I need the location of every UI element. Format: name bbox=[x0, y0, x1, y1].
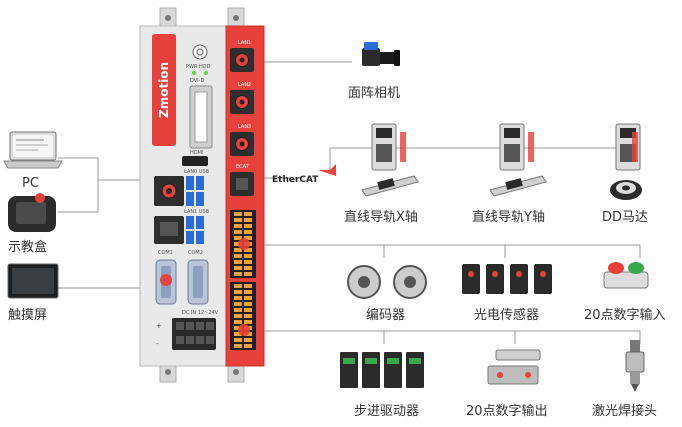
lan2-label: LAN2 bbox=[238, 82, 251, 88]
terminal-pin bbox=[244, 290, 252, 294]
terminal-pin bbox=[234, 326, 242, 330]
lan3-label: LAN3 bbox=[238, 124, 251, 130]
terminal-pin bbox=[234, 302, 242, 306]
terminal-pin bbox=[234, 338, 242, 342]
ecat-label: ECAT bbox=[236, 164, 250, 170]
photo-sensor-icon bbox=[462, 264, 552, 294]
terminal-pin bbox=[244, 218, 252, 222]
svg-text:+: + bbox=[156, 322, 162, 330]
terminal-pin bbox=[244, 320, 252, 324]
terminal-pin bbox=[234, 314, 242, 318]
terminal-pin bbox=[244, 272, 252, 276]
stepper-driver-label: 步进驱动器 bbox=[354, 404, 420, 419]
svg-text:-: - bbox=[156, 340, 159, 348]
camera-icon bbox=[362, 42, 400, 66]
lan-usb-label-2: LAN1 USB bbox=[184, 209, 210, 215]
pc-label: PC bbox=[22, 176, 39, 191]
terminal-pin bbox=[234, 212, 242, 216]
terminal-pin bbox=[234, 230, 242, 234]
linear-x-label: 直线导轨X轴 bbox=[344, 210, 418, 225]
terminal-pin bbox=[244, 212, 252, 216]
servo-drive-x bbox=[371, 123, 406, 171]
linear-y-label: 直线导轨Y轴 bbox=[472, 210, 545, 225]
terminal-pin bbox=[234, 344, 242, 348]
camera-label: 面阵相机 bbox=[348, 86, 401, 101]
touch-screen-icon bbox=[7, 263, 59, 299]
lan1-label: LAN1 bbox=[238, 40, 251, 46]
terminal-pin bbox=[234, 254, 242, 258]
stepper-driver-icon bbox=[340, 352, 424, 388]
lan-usb-label-1: LAN0 USB bbox=[184, 169, 210, 175]
terminal-pin bbox=[244, 302, 252, 306]
terminal-pin bbox=[234, 332, 242, 336]
teach-pendant-label: 示教盒 bbox=[8, 240, 48, 255]
encoder-icon bbox=[347, 265, 427, 299]
servo-drive-y bbox=[499, 123, 534, 171]
terminal-pin bbox=[244, 266, 252, 270]
terminal-pin bbox=[244, 224, 252, 228]
laser-head-label: 激光焊接头 bbox=[592, 404, 658, 419]
terminal-pin bbox=[234, 224, 242, 228]
terminal-pin bbox=[234, 320, 242, 324]
dd-motor-label: DD马达 bbox=[602, 210, 649, 225]
digital-input-label: 20点数字输入 bbox=[584, 308, 666, 323]
terminal-pin bbox=[244, 296, 252, 300]
terminal-pin bbox=[234, 308, 242, 312]
encoder-label: 编码器 bbox=[366, 308, 406, 323]
terminal-pin bbox=[244, 254, 252, 258]
terminal-pin bbox=[234, 248, 242, 252]
dvi-label: DVI-D bbox=[190, 78, 204, 84]
ethercat-logo: EtherCAT bbox=[272, 164, 336, 185]
controller-unit: Zmotion PWR HDD DVI-D HDMI LAN0 USB LAN1… bbox=[139, 7, 265, 383]
pwr-hdd-label: PWR HDD bbox=[186, 64, 211, 70]
terminal-pin bbox=[234, 218, 242, 222]
hdmi-label: HDMI bbox=[190, 150, 203, 156]
terminal-pin bbox=[244, 248, 252, 252]
dc-in-label: DC IN 12~24V bbox=[182, 310, 219, 316]
pneumatic-valve-icon bbox=[487, 349, 541, 385]
com1-label: COM1 bbox=[158, 250, 173, 256]
svg-text:EtherCAT: EtherCAT bbox=[272, 175, 319, 185]
photo-sensor-label: 光电传感器 bbox=[474, 308, 540, 323]
terminal-pin bbox=[234, 236, 242, 240]
terminal-pin bbox=[244, 284, 252, 288]
dd-motor-icon bbox=[610, 180, 642, 200]
terminal-pin bbox=[244, 314, 252, 318]
teach-pendant-icon bbox=[8, 193, 56, 232]
terminal-pin bbox=[234, 290, 242, 294]
terminal-pin bbox=[244, 338, 252, 342]
com2-label: COM2 bbox=[188, 250, 203, 256]
laser-head-icon bbox=[625, 340, 645, 392]
brand-logo-text: Zmotion bbox=[157, 62, 171, 118]
terminal-pin bbox=[234, 272, 242, 276]
terminal-pin bbox=[244, 344, 252, 348]
servo-drive-dd bbox=[615, 123, 641, 171]
terminal-pin bbox=[234, 296, 242, 300]
pc-icon bbox=[3, 131, 63, 169]
push-button-icon bbox=[603, 262, 649, 289]
terminal-pin bbox=[234, 284, 242, 288]
touch-screen-label: 触摸屏 bbox=[8, 308, 48, 323]
terminal-pin bbox=[244, 236, 252, 240]
terminal-pin bbox=[244, 308, 252, 312]
terminal-pin bbox=[244, 230, 252, 234]
linear-rail-x bbox=[361, 175, 419, 197]
terminal-pin bbox=[234, 260, 242, 264]
terminal-pin bbox=[234, 266, 242, 270]
terminal-pin bbox=[244, 260, 252, 264]
linear-rail-y bbox=[489, 175, 547, 197]
digital-output-label: 20点数字输出 bbox=[466, 404, 548, 419]
